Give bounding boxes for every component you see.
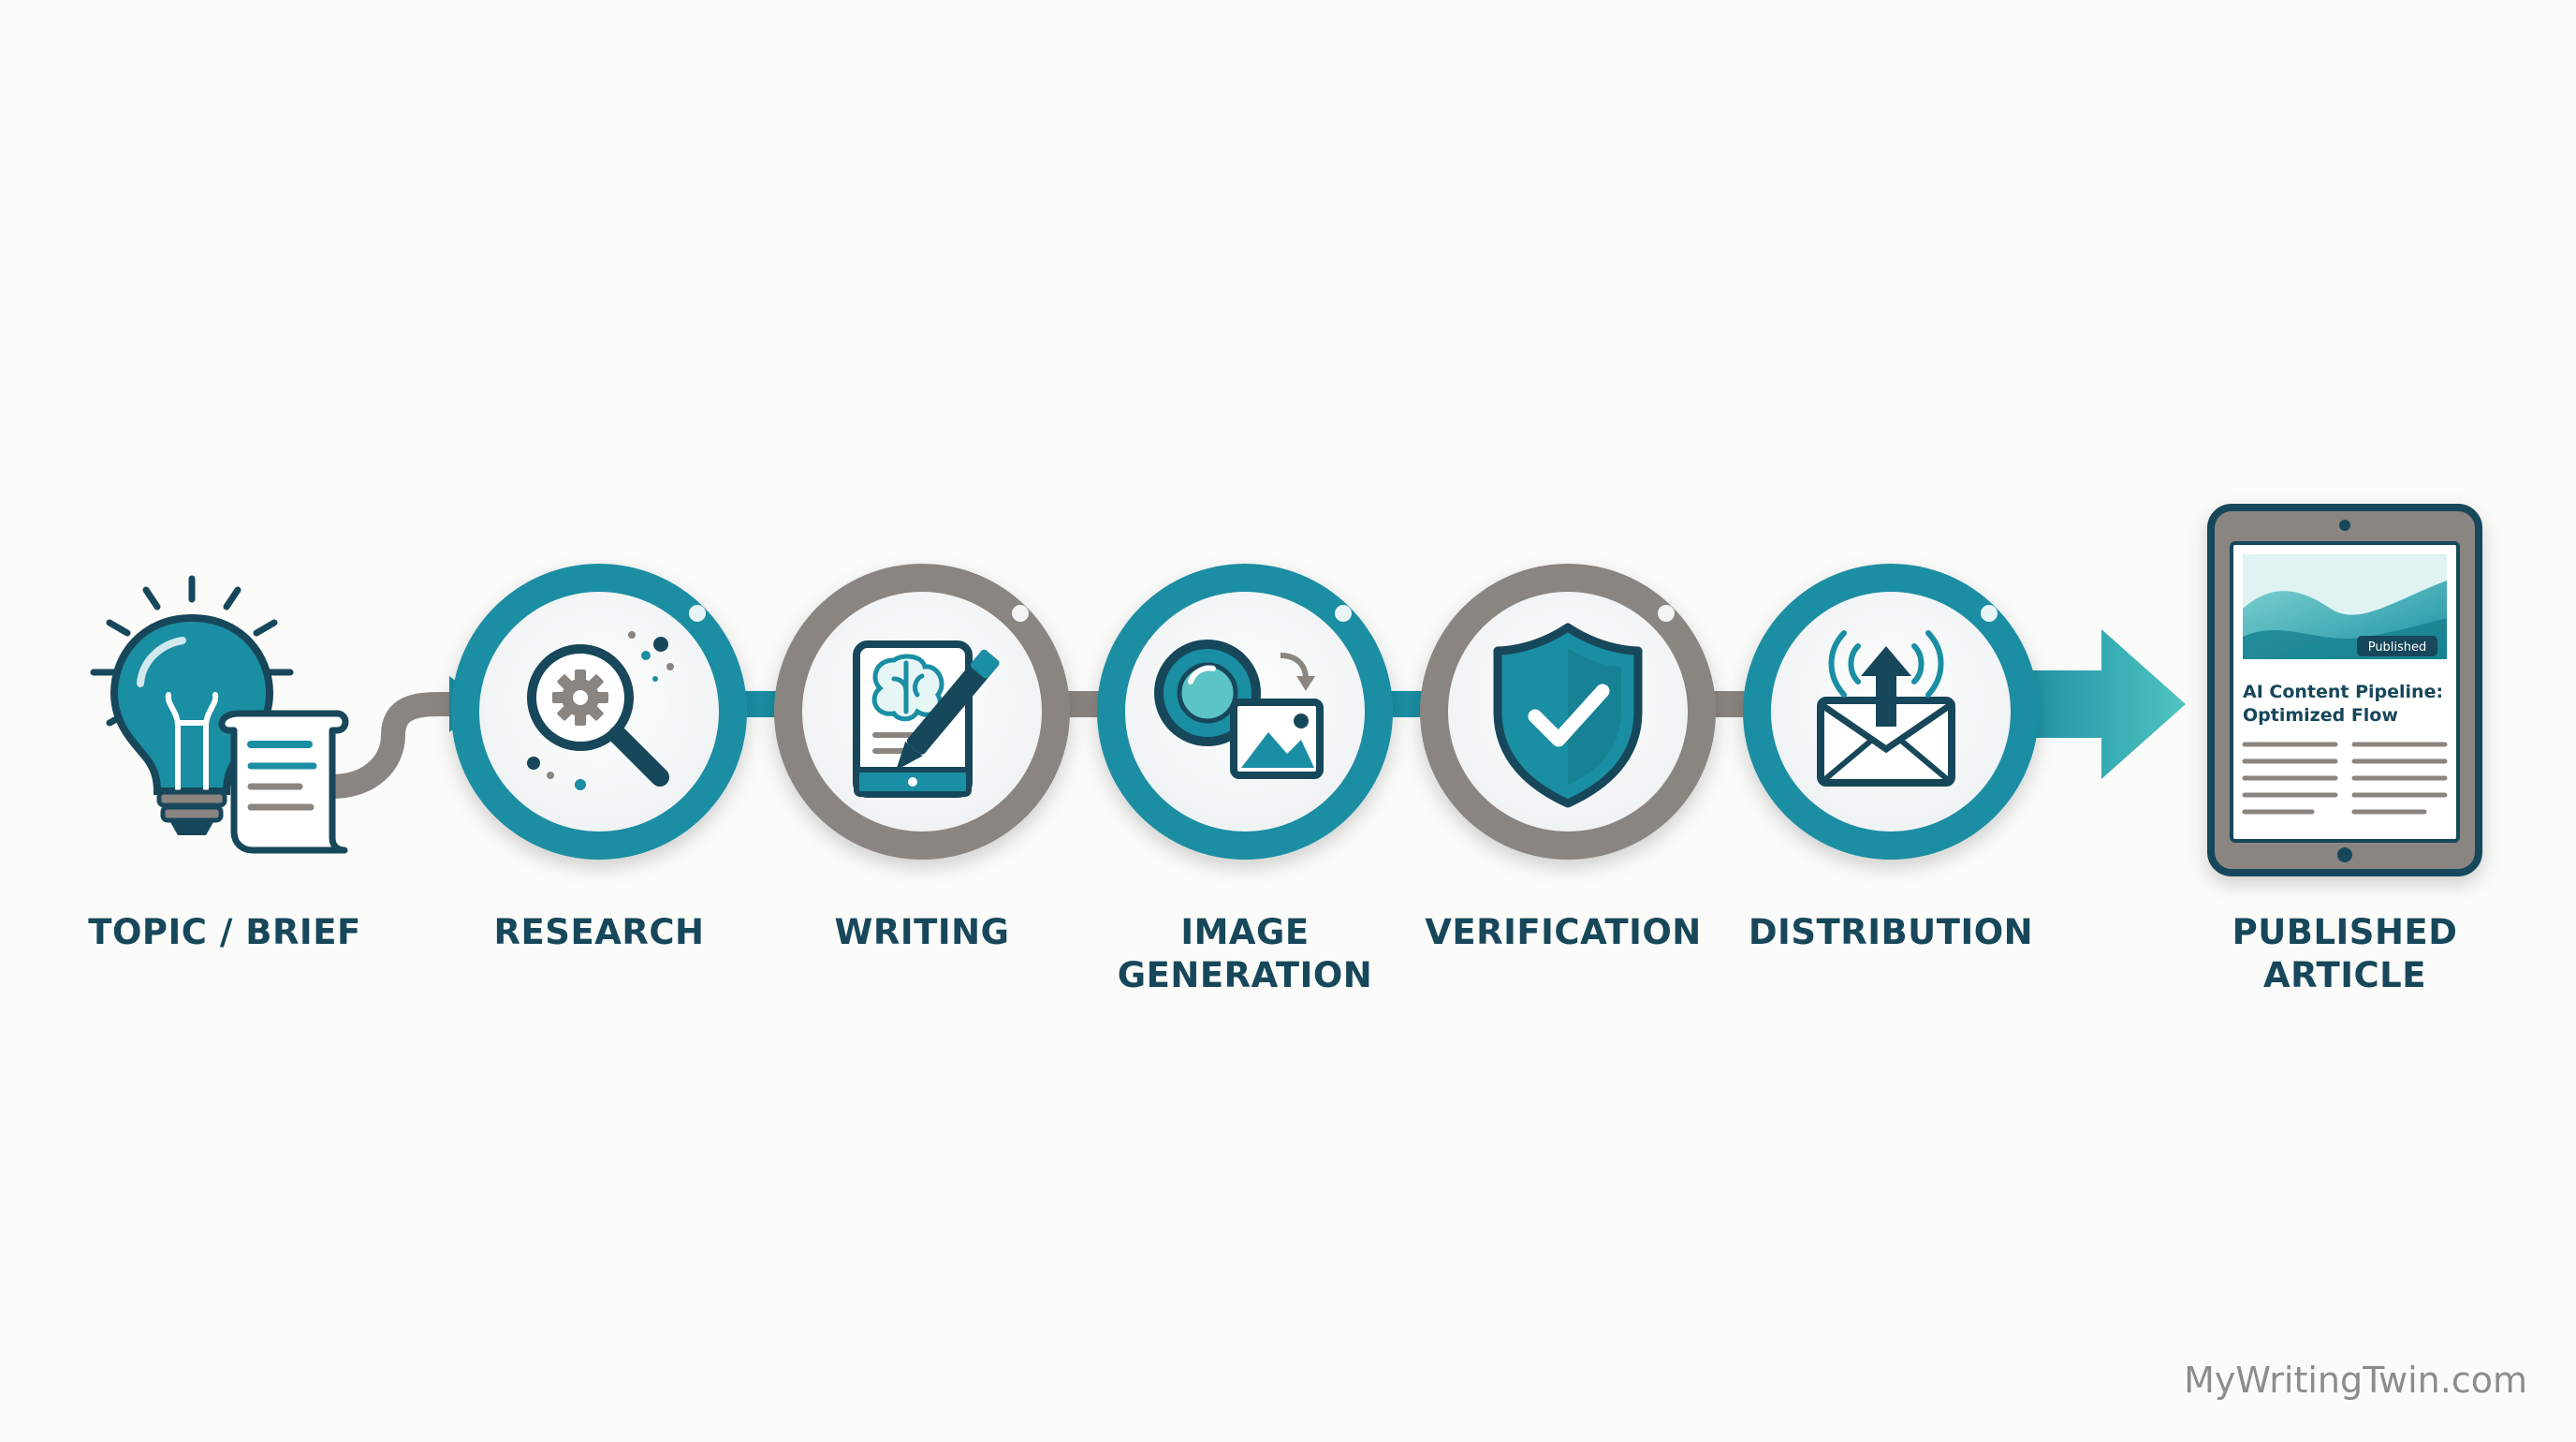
step-label-published-article: PUBLISHED ARTICLE: [2232, 912, 2458, 995]
step-label-verification: VERIFICATION: [1425, 912, 1702, 952]
lens-picture-icon: [1154, 640, 1324, 779]
step-label-research: RESEARCH: [493, 912, 705, 952]
shield-check-icon: [1493, 623, 1643, 808]
tablet-title-line2: Optimized Flow: [2243, 705, 2398, 726]
magnifier-gear-icon: [527, 631, 674, 790]
step-label-distribution: DISTRIBUTION: [1748, 912, 2034, 952]
watermark: MyWritingTwin.com: [2184, 1360, 2527, 1401]
step-label-writing: WRITING: [834, 912, 1010, 952]
tablet-brain-pen-icon: [853, 640, 1000, 798]
step-label-topic: TOPIC / BRIEF: [88, 912, 361, 952]
step-label-image-generation: IMAGE GENERATION: [1117, 912, 1373, 995]
arrow-topic-research: [331, 692, 454, 799]
tablet-article-icon: Published AI Content Pipeline: Optimized…: [2207, 504, 2482, 876]
envelope-broadcast-icon: [1817, 630, 1955, 787]
lightbulb-document-icon: [90, 575, 349, 854]
arrow-distribution-published: [2012, 629, 2186, 779]
tablet-title-line1: AI Content Pipeline:: [2243, 682, 2443, 702]
tablet-badge: Published: [2368, 640, 2427, 655]
